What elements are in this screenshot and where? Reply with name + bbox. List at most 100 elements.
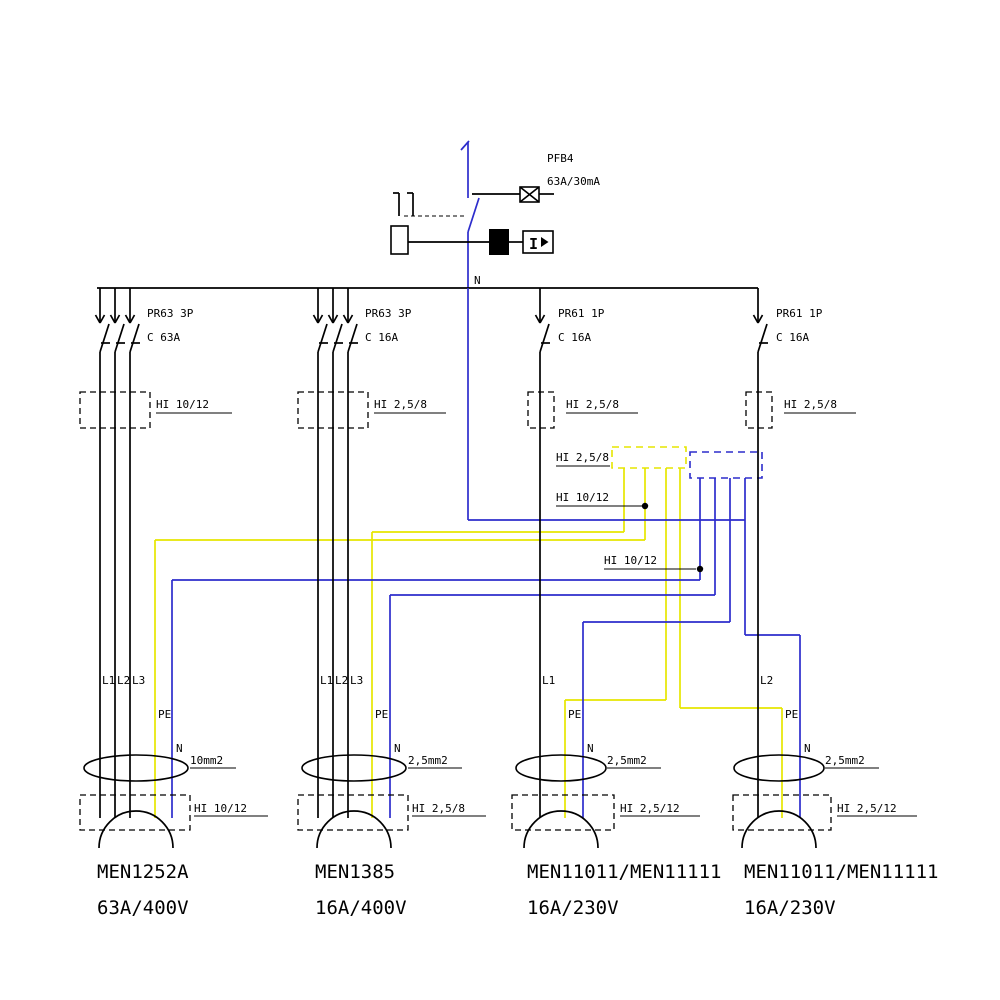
branch-1: PR63 3P C 63A HI 10/12 L1 L2 L3 PE N 10m… xyxy=(79,288,268,919)
phase-conductors xyxy=(317,288,349,818)
outlet-cable-marker xyxy=(732,794,832,831)
outlet-rating-label: 16A/400V xyxy=(315,897,407,919)
socket-icon xyxy=(523,810,599,849)
breaker-type-label: PR63 3P xyxy=(365,307,412,320)
cable-label: HI 10/12 xyxy=(156,398,209,411)
phase-label: L3 xyxy=(132,674,145,687)
outlet-cable-label: HI 2,5/8 xyxy=(412,802,465,815)
terminal-box-icon xyxy=(519,186,540,203)
cable-label: HI 2,5/8 xyxy=(566,398,619,411)
cross-section-label: 2,5mm2 xyxy=(408,754,448,767)
mcb-pole-icon xyxy=(327,311,344,353)
pe-bar-cable-label: HI 2,5/8 xyxy=(556,451,609,464)
test-button-label: I xyxy=(529,235,538,253)
breaker-rating-label: C 63A xyxy=(147,331,180,344)
outlet-rating-label: 16A/230V xyxy=(527,897,619,919)
pe-main-cable-label: HI 10/12 xyxy=(556,491,609,504)
mcb-pole-icon xyxy=(94,311,111,353)
test-button: I xyxy=(522,230,554,254)
outlet-name-label: MEN11011/MEN11111 xyxy=(527,861,721,883)
n-label: N xyxy=(804,742,811,755)
phase-label: L2 xyxy=(760,674,773,687)
device-label: PFB4 xyxy=(547,152,574,165)
phase-label: L1 xyxy=(542,674,555,687)
breaker-type-label: PR63 3P xyxy=(147,307,194,320)
mcb-pole-icon xyxy=(109,311,126,353)
mcb-pole-icon xyxy=(752,311,769,353)
junction-dot xyxy=(696,565,704,573)
breaker-rating-label: C 16A xyxy=(558,331,591,344)
rcd-mechanism-icon xyxy=(390,192,489,255)
phase-label: L1 xyxy=(320,674,333,687)
n-conductors xyxy=(171,288,801,818)
cable-bundle-icon xyxy=(83,754,189,782)
pe-label: PE xyxy=(158,708,171,721)
branch-4: PR61 1P C 16A HI 2,5/8 L2 PE N 2,5mm2 HI… xyxy=(732,288,938,919)
rcd-switch-blade xyxy=(467,197,480,233)
n-label: N xyxy=(587,742,594,755)
phase-conductors xyxy=(99,288,131,818)
breaker-type-label: PR61 1P xyxy=(558,307,605,320)
socket-icon xyxy=(98,810,174,849)
test-arrow-icon xyxy=(541,237,549,247)
junction-dot xyxy=(641,502,649,510)
n-distribution xyxy=(171,288,801,818)
outlet-cable-label: HI 2,5/12 xyxy=(620,802,680,815)
cable-label: HI 2,5/8 xyxy=(784,398,837,411)
mcb-pole-icon xyxy=(124,311,141,353)
outlet-name-label: MEN11011/MEN11111 xyxy=(744,861,938,883)
cable-bundle-icon xyxy=(301,754,407,782)
pe-label: PE xyxy=(568,708,581,721)
socket-icon xyxy=(316,810,392,849)
socket-icon xyxy=(741,810,817,849)
trip-coil-icon xyxy=(390,225,409,255)
cable-label: HI 2,5/8 xyxy=(374,398,427,411)
branch-3: PR61 1P C 16A HI 2,5/8 L1 PE N 2,5mm2 HI… xyxy=(511,288,721,919)
breaker-rating-label: C 16A xyxy=(365,331,398,344)
pe-distribution xyxy=(154,446,783,818)
pe-label: PE xyxy=(785,708,798,721)
mcb-1p-icon xyxy=(534,311,551,353)
outlet-rating-label: 63A/400V xyxy=(97,897,189,919)
pe-label: PE xyxy=(375,708,388,721)
outlet-rating-label: 16A/230V xyxy=(744,897,836,919)
outlet-name-label: MEN1385 xyxy=(315,861,395,883)
mcb-pole-icon xyxy=(312,311,329,353)
mcb-pole-icon xyxy=(534,311,551,353)
cross-section-label: 2,5mm2 xyxy=(607,754,647,767)
mcb-1p-icon xyxy=(752,311,769,353)
neutral-label: N xyxy=(474,274,481,287)
breaker-type-label: PR61 1P xyxy=(776,307,823,320)
outlet-name-label: MEN1252A xyxy=(97,861,189,883)
cable-marker xyxy=(297,391,369,429)
cable-bundle-icon xyxy=(515,754,607,782)
outlet-cable-marker xyxy=(79,794,191,831)
mcb-pole-icon xyxy=(342,311,359,353)
pe-conductors xyxy=(154,468,783,818)
outlet-cable-marker xyxy=(511,794,615,831)
mcb-3p-icon xyxy=(94,311,141,353)
supply-conductor xyxy=(460,140,480,288)
cable-marker xyxy=(527,391,555,429)
phase-label: L3 xyxy=(350,674,363,687)
pe-terminal-bar xyxy=(611,446,687,469)
n-main-cable-label: HI 10/12 xyxy=(604,554,657,567)
phase-label: L1 xyxy=(102,674,115,687)
outlet-cable-label: HI 10/12 xyxy=(194,802,247,815)
cross-section-label: 10mm2 xyxy=(190,754,223,767)
incomer-assembly: I PFB4 63A/30mA N xyxy=(390,140,600,288)
cable-marker xyxy=(745,391,773,429)
phase-label: L2 xyxy=(117,674,130,687)
n-terminal-bar xyxy=(689,451,763,479)
phase-label: L2 xyxy=(335,674,348,687)
branch-2: PR63 3P C 16A HI 2,5/8 L1 L2 L3 PE N 2,5… xyxy=(297,288,486,919)
outlet-cable-label: HI 2,5/12 xyxy=(837,802,897,815)
mcb-3p-icon xyxy=(312,311,359,353)
cable-marker xyxy=(79,391,151,429)
n-label: N xyxy=(176,742,183,755)
n-label: N xyxy=(394,742,401,755)
sensing-coil-icon xyxy=(489,229,509,255)
outlet-cable-marker xyxy=(297,794,409,831)
